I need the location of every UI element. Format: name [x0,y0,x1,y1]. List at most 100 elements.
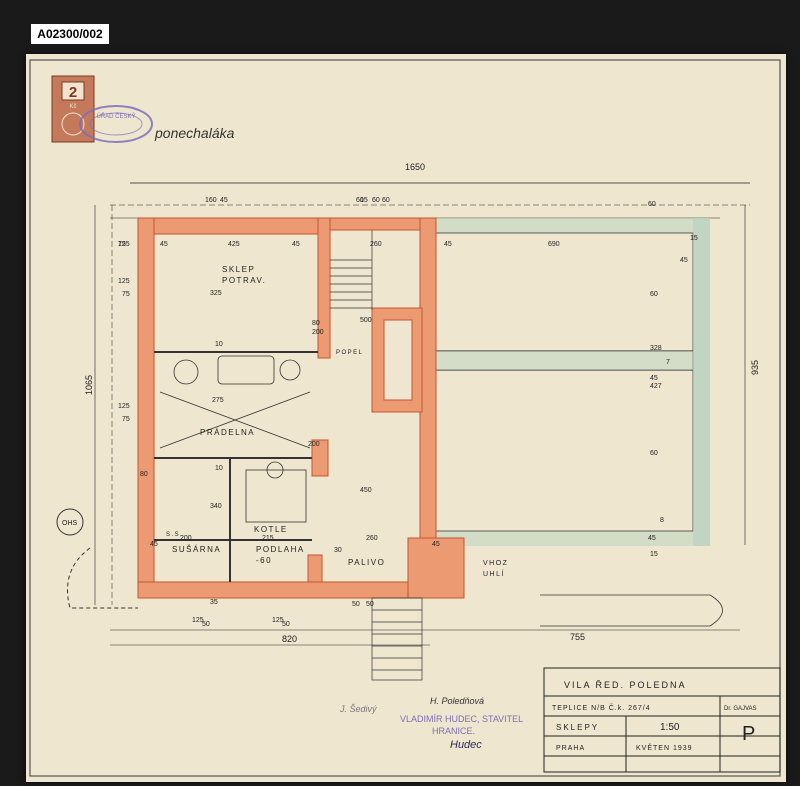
dimension-value: 50 [282,621,290,628]
builder-city: HRANICE. [432,726,475,736]
dimension-value: 45 [648,535,656,542]
terrace-area [430,218,710,546]
dimension-value: 200 [180,535,192,542]
dimension-value: 260 [370,241,382,248]
signature-3: Hudec [450,739,482,751]
dimension-value: 80 [140,471,148,478]
dimension-value: 500 [360,317,372,324]
dimension-value: 10 [215,341,223,348]
dim-bottom-left: 820 [282,634,297,644]
dimension-value: 45 [432,541,440,548]
archive-id-label: A02300/002 [31,24,109,44]
dimension-value: 60 [372,197,380,204]
dimension-value: 60 [650,450,658,457]
ss-label: S.S. [166,532,183,538]
signature-1: J. Šedivý [339,704,377,714]
dimension-value: 340 [210,503,222,510]
handwritten-note: ponechaláka [154,125,235,141]
dimension-value: 45 [220,197,228,204]
outdoor-stairs [371,597,423,681]
dimension-value: 50 [202,621,210,628]
dimension-value: 35 [210,599,218,606]
room-susarna: SUŠÁRNA [172,545,221,554]
chimney-inner [383,319,413,401]
partitions [154,351,318,582]
dim-overall-height: 1065 [84,375,94,395]
main-stairs [330,230,373,310]
dimension-value: 60 [356,197,364,204]
ohs-label: OHS [62,520,78,527]
building-walls [137,217,465,599]
dimension-value: 15 [650,551,658,558]
dimension-value: 75 [118,241,126,248]
dim-overall-width: 1650 [405,162,425,172]
dimension-value: 325 [210,290,222,297]
dimension-value: 125 [118,241,130,248]
dimension-value: 215 [262,535,274,542]
dimension-value: 200 [312,329,324,336]
sheet-border [29,59,781,777]
dimension-value: 275 [212,397,224,404]
title-project: VILA ŘED. POLEDNA [564,680,687,690]
room-kotle: KOTLE [254,525,288,534]
dimension-value: 45 [292,241,300,248]
dimension-value: 45 [160,241,168,248]
drawing-sheet: 2 Kč ÚŘAD ČESKÝ ponechaláka 1650 1065 93… [26,54,786,782]
dimension-value: 60 [648,201,656,208]
dimension-value: 8 [660,517,664,524]
dimension-value: 60 [382,197,390,204]
room-palivo: PALIVO [348,558,385,567]
terrace-outline [540,594,723,627]
dimension-value: 75 [122,291,130,298]
dimension-value: 125 [118,403,130,410]
title-location: TEPLICE N/B Č.k. 267/4 [552,703,651,712]
stamp-value: 2 [69,84,77,101]
dimension-value: 50 [352,601,360,608]
dim-bottom-right: 755 [570,632,585,642]
title-sheet-name: SKLEPY [556,723,599,732]
dimension-value: 7 [666,359,670,366]
dimension-value: 10 [215,465,223,472]
dimension-value: 690 [548,241,560,248]
dimension-value: 328 [650,345,662,352]
dimension-value: 75 [122,416,130,423]
dimension-value: 160 [205,197,217,204]
dimension-value: 80 [312,320,320,327]
dimension-value: 260 [366,535,378,542]
dimension-value: 125 [272,617,284,624]
dimension-value: 200 [308,441,320,448]
dimension-value: 45 [680,257,688,264]
room-podlaha: PODLAHA-60 [256,545,305,565]
dim-right-height: 935 [750,360,760,375]
room-pradelna: PRÁDELNA [200,428,255,437]
dimension-value: 45 [650,375,658,382]
builder-stamp: VLADIMÍR HUDEC, STAVITEL HRANICE. J. Šed… [339,696,523,751]
ohs-marker [56,508,84,536]
laundry-fixtures [159,355,311,523]
path-outline [67,547,138,609]
dimension-value: 45 [444,241,452,248]
dimension-value: 15 [360,197,368,204]
room-popel: POPEL [336,350,364,356]
dimension-value: 450 [360,487,372,494]
title-sheet-letter: P [742,723,755,745]
builder-name: VLADIMÍR HUDEC, STAVITEL [400,714,523,724]
floor-plan: 2 Kč ÚŘAD ČESKÝ ponechaláka 1650 1065 93… [29,59,781,777]
dimension-value: 45 [150,541,158,548]
revenue-stamp: 2 Kč [51,75,95,143]
dimension-value: 427 [650,383,662,390]
dimension-value: 125 [192,617,204,624]
dimension-value: 60 [650,291,658,298]
title-date: KVĚTEN 1939 [636,743,693,752]
dimension-value: 30 [334,547,342,554]
official-seal: ÚŘAD ČESKÝ [79,105,153,143]
dimension-value: 50 [366,601,374,608]
dimension-value: 15 [690,235,698,242]
title-owner: Dr. GAJVAS [724,706,757,712]
dimension-value: 125 [118,278,130,285]
signature-2: H. Poledňová [430,696,484,706]
title-scale: 1:50 [660,722,680,733]
title-block: VILA ŘED. POLEDNA TEPLICE N/B Č.k. 267/4… [543,667,781,773]
